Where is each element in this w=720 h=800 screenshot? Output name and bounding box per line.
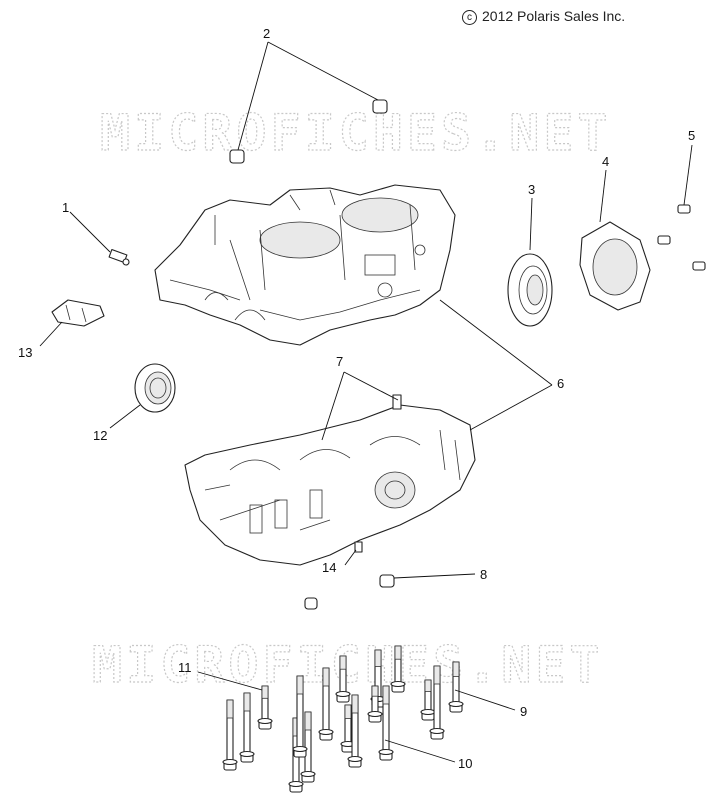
part-dowel-8a bbox=[379, 574, 395, 588]
bolt bbox=[340, 704, 356, 753]
bolt bbox=[390, 645, 406, 693]
part-fitting-1 bbox=[108, 248, 130, 266]
bolt bbox=[318, 667, 334, 741]
callout-5: 5 bbox=[688, 128, 695, 143]
callout-labels: 1 2 3 4 5 6 7 8 9 10 11 12 13 14 bbox=[18, 26, 695, 771]
bolt bbox=[300, 711, 316, 783]
bolt bbox=[257, 685, 273, 730]
callout-12: 12 bbox=[93, 428, 107, 443]
lower-crankcase bbox=[184, 394, 476, 566]
copyright-text: 2012 Polaris Sales Inc. bbox=[482, 8, 626, 24]
callout-10: 10 bbox=[458, 756, 472, 771]
bolt bbox=[367, 685, 383, 723]
callout-13: 13 bbox=[18, 345, 32, 360]
bolt bbox=[347, 694, 363, 768]
bolt bbox=[448, 661, 464, 713]
callout-4: 4 bbox=[602, 154, 609, 169]
callout-2: 2 bbox=[263, 26, 270, 41]
part-screws-5 bbox=[657, 204, 706, 271]
callout-8: 8 bbox=[480, 567, 487, 582]
part-seal-3 bbox=[507, 253, 553, 327]
part-cover-4 bbox=[579, 221, 651, 311]
bolt bbox=[222, 699, 238, 771]
part-dowel-2a bbox=[229, 149, 245, 164]
callout-7: 7 bbox=[336, 354, 343, 369]
callout-9: 9 bbox=[520, 704, 527, 719]
copyright-notice: c 2012 Polaris Sales Inc. bbox=[462, 8, 625, 25]
part-plug-14 bbox=[354, 541, 363, 553]
bolt bbox=[429, 665, 445, 740]
watermark-bottom: MICROFICHES.NET bbox=[92, 636, 604, 694]
part-seal-12 bbox=[134, 363, 176, 413]
leader-lines bbox=[39, 41, 693, 763]
watermark-top: MICROFICHES.NET bbox=[100, 104, 612, 162]
bolt bbox=[378, 685, 394, 761]
upper-crankcase bbox=[154, 184, 456, 346]
copyright-symbol: c bbox=[462, 10, 477, 25]
callout-6: 6 bbox=[557, 376, 564, 391]
bolt bbox=[292, 675, 308, 758]
part-sensor-13 bbox=[51, 299, 105, 327]
callout-1: 1 bbox=[62, 200, 69, 215]
part-dowel-8b bbox=[304, 597, 318, 610]
bolt bbox=[239, 692, 255, 763]
crankcase-bolts bbox=[222, 645, 464, 793]
bolt bbox=[335, 655, 351, 703]
callout-3: 3 bbox=[528, 182, 535, 197]
part-dowel-2b bbox=[372, 99, 388, 114]
callout-14: 14 bbox=[322, 560, 336, 575]
callout-11: 11 bbox=[178, 660, 192, 675]
